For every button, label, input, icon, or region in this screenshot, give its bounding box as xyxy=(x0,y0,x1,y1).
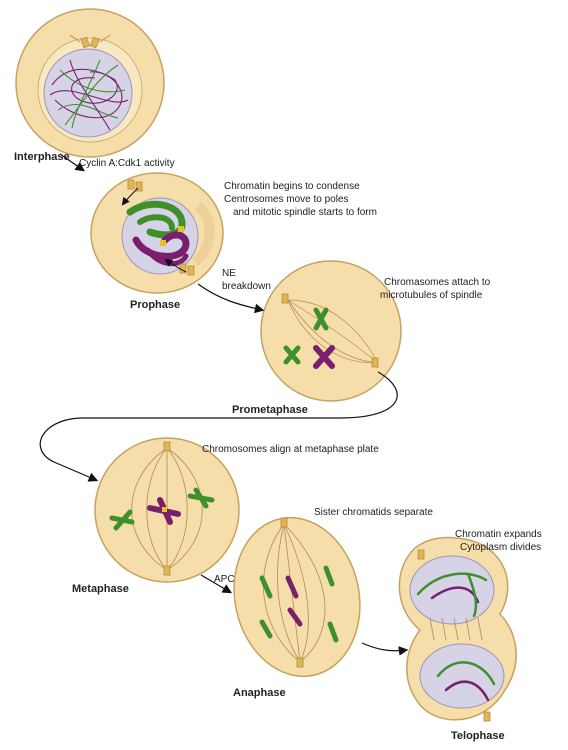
interphase-nucleus xyxy=(43,48,133,138)
annotation-cyclin: Cyclin A:Cdk1 activity xyxy=(79,158,175,169)
prophase-centrosome-bottom xyxy=(179,263,195,276)
metaphase-centrosomes xyxy=(163,441,171,576)
annotation-apc: APC xyxy=(214,574,235,585)
stage-label-anaphase: Anaphase xyxy=(233,687,286,699)
prometaphase-centrosomes xyxy=(281,293,379,368)
telophase-centrosomes xyxy=(417,549,491,722)
prophase-centrosome-top xyxy=(127,179,143,192)
stage-label-telophase: Telophase xyxy=(451,730,505,742)
annotation-anaphase: Sister chromatids separate xyxy=(314,507,433,518)
stage-label-prometaphase: Prometaphase xyxy=(232,404,308,416)
stage-label-prophase: Prophase xyxy=(130,299,180,311)
anaphase-chromatids xyxy=(259,565,339,643)
flow-arrows xyxy=(39,153,409,656)
anaphase-cell xyxy=(233,516,361,678)
annotation-prophase-line2: Centrosomes move to poles xyxy=(224,194,349,205)
annotation-ne-line2: breakdown xyxy=(222,281,271,292)
metaphase-chromosomes xyxy=(109,487,215,531)
prometaphase-cell xyxy=(260,260,402,402)
arrow-anaphase-to-telophase xyxy=(361,642,409,656)
annotation-ne-line1: NE xyxy=(222,268,236,279)
telophase-midbody xyxy=(429,617,483,641)
stage-label-metaphase: Metaphase xyxy=(72,583,129,595)
telophase-chromatin xyxy=(416,572,496,702)
telophase-cell xyxy=(398,536,517,722)
annotation-prometa-line1: Chromasomes attach to xyxy=(384,277,491,288)
annotation-prophase-line1: Chromatin begins to condense xyxy=(224,181,360,192)
anaphase-centrosomes xyxy=(280,517,304,668)
arrow-prophase-to-prometaphase xyxy=(197,283,265,314)
prophase-cell xyxy=(90,172,224,294)
annotation-prophase-line3: and mitotic spindle starts to form xyxy=(233,207,377,218)
interphase-centrosome xyxy=(69,34,111,49)
annotation-telophase-line2: Cytoplasm divides xyxy=(460,542,541,553)
arrow-prometaphase-to-metaphase xyxy=(39,371,398,482)
interphase-chromatin xyxy=(49,59,129,131)
prometaphase-spindle xyxy=(287,299,379,364)
telophase-nucleus-bottom xyxy=(419,643,505,709)
annotation-telophase-line1: Chromatin expands xyxy=(455,529,542,540)
annotation-metaphase: Chromosomes align at metaphase plate xyxy=(202,444,379,455)
telophase-nucleus-top xyxy=(409,555,495,625)
stage-label-interphase: Interphase xyxy=(14,151,70,163)
prometaphase-chromosomes xyxy=(283,307,335,369)
annotation-prometa-line2: microtubules of spindle xyxy=(380,290,483,301)
interphase-cell xyxy=(15,8,165,158)
arrow-interphase-to-prophase xyxy=(59,153,85,172)
metaphase-cell xyxy=(94,437,240,583)
arrow-metaphase-to-anaphase xyxy=(200,574,233,594)
